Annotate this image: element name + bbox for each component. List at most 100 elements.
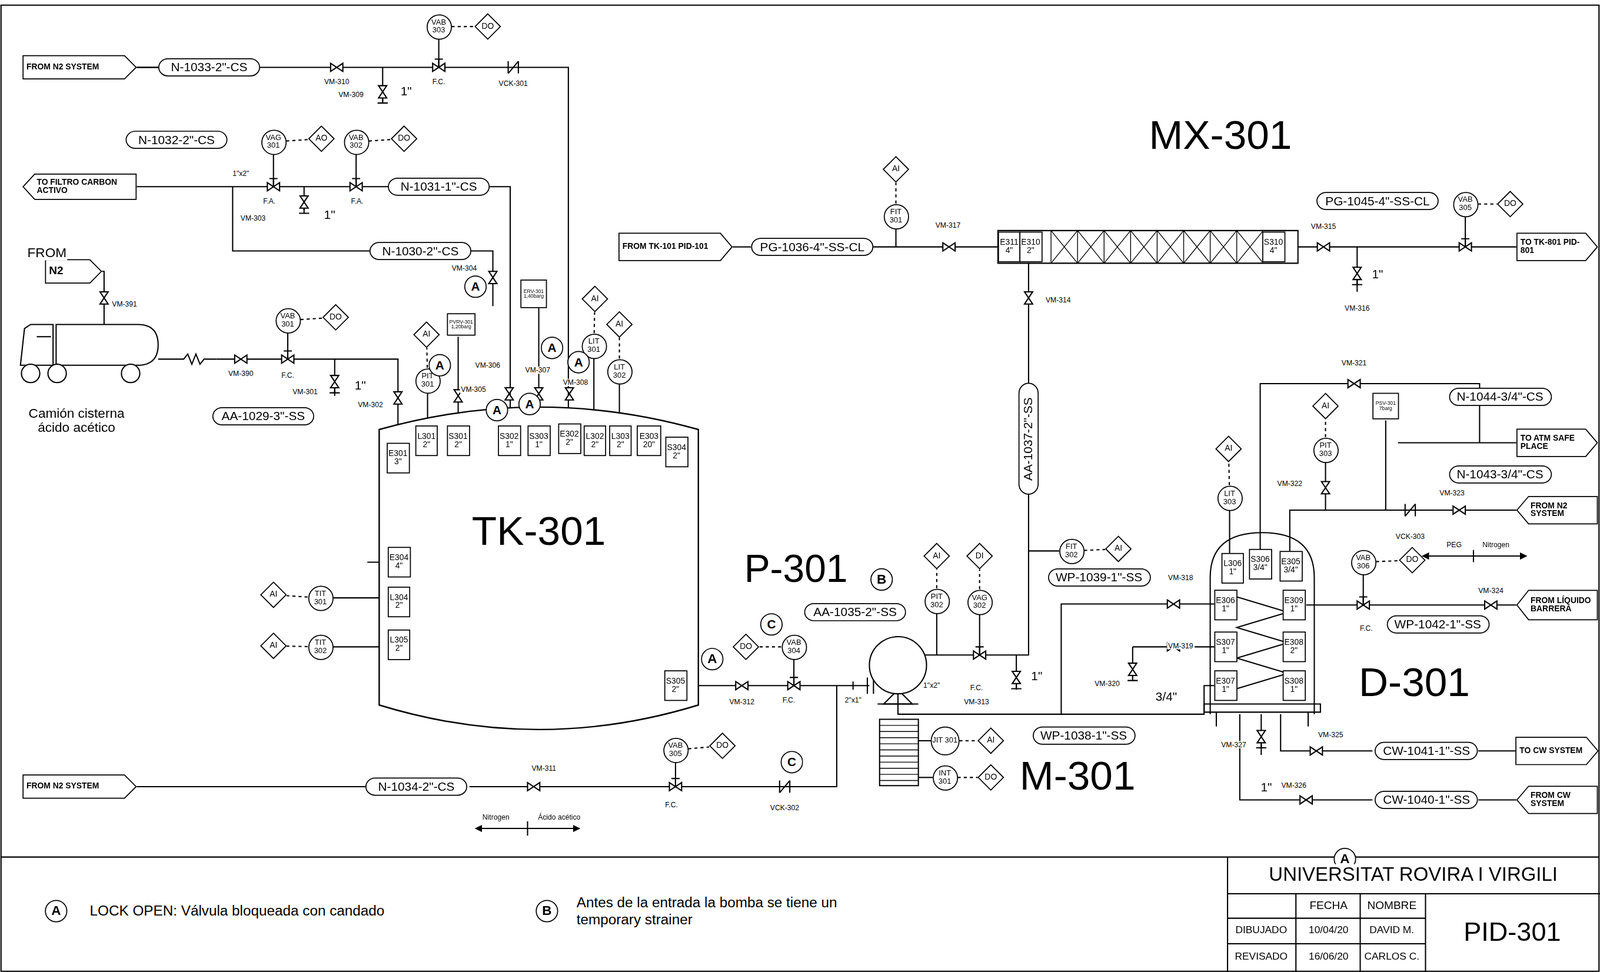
line-number-tag-shape	[158, 58, 260, 76]
tag-label: VM-314	[1044, 295, 1072, 304]
tag-label: F.C.	[280, 371, 295, 380]
pipe-line	[1227, 943, 1426, 945]
line-number-tag: N-1043-3/4"-CS	[1448, 465, 1552, 484]
legend-text: LOCK OPEN: Válvula bloqueada con candado	[90, 902, 385, 920]
node-text: AI	[269, 640, 278, 651]
node-text: S310 4"	[1263, 237, 1283, 255]
signal-line	[300, 318, 323, 320]
tag-label: F.C.	[1358, 624, 1374, 633]
nozzle-box-shape	[388, 587, 410, 617]
tag-label: VM-308	[561, 378, 590, 387]
instrument-bubble-shape	[883, 204, 908, 229]
pipe-line	[918, 776, 933, 778]
node-text: INT 301	[938, 768, 952, 786]
signal-diamond-shape	[1215, 436, 1242, 462]
node-text: AI	[615, 318, 624, 329]
line-number-tag-shape	[804, 603, 906, 621]
nozzle-box: S303 1"	[527, 425, 551, 457]
valve-actuator	[351, 178, 361, 187]
relief-device-tag-shape	[520, 280, 547, 308]
signal-line	[1375, 560, 1399, 562]
line-number-tag-shape	[213, 407, 314, 425]
nozzle-box: L305 2"	[387, 629, 411, 661]
title-block-cell: PID-301	[1462, 918, 1562, 947]
nozzle-box-shape	[609, 426, 631, 456]
signal-diamond-shape	[260, 581, 286, 608]
node-text: L301 2"	[417, 431, 436, 449]
manual-valve	[100, 291, 109, 305]
repeat-stroke	[879, 762, 919, 763]
repeat-stroke	[1183, 230, 1211, 264]
line-number-tag-shape	[1316, 192, 1439, 210]
node-text: AI	[892, 164, 900, 174]
line-number-tag: CW-1040-1"-SS	[1374, 790, 1479, 810]
node-text: FROM TK-101 PID-101	[622, 241, 709, 252]
signal-diamond: AI	[923, 543, 950, 570]
check-valve	[779, 780, 790, 794]
node-text: AI	[1321, 400, 1330, 411]
nozzle-box: S302 1"	[497, 425, 521, 457]
node-text: PSV-301 7barg	[1375, 399, 1396, 412]
node-text: VAG 301	[265, 132, 282, 151]
node-text: TIT 302	[314, 637, 328, 655]
tag-label: F.A.	[350, 197, 365, 205]
nozzle-box-shape	[497, 426, 521, 456]
service-divider	[1472, 550, 1475, 563]
tag-label: VM-321	[1340, 359, 1368, 368]
callout-letter: A	[700, 647, 724, 671]
service-divider	[526, 821, 528, 836]
node-text: TO TK-801 PID-801	[1520, 237, 1580, 255]
nozzle-box: E306 1"	[1213, 589, 1237, 621]
repeat-stroke	[879, 780, 919, 781]
nozzle-box-shape	[1282, 631, 1306, 662]
node-text: N-1031-1"-CS	[400, 179, 478, 194]
off-page-connector-shape	[22, 774, 136, 799]
tag-label: VM-323	[1438, 489, 1466, 497]
signal-diamond-shape	[923, 543, 950, 570]
line-number-tag-shape	[1449, 466, 1552, 484]
pipe-line	[1424, 893, 1426, 972]
off-page-connector: N2	[44, 258, 102, 284]
pipe-line	[1260, 383, 1480, 550]
repeat-stroke	[879, 724, 919, 726]
nozzle-box: S304 2"	[664, 436, 688, 468]
tag-label: F.C.	[663, 801, 679, 810]
node-text: FROM N2 SYSTEM	[26, 781, 99, 791]
pipe-line	[1236, 596, 1289, 689]
instrument-bubble-shape	[308, 634, 333, 660]
nozzle-box-shape	[665, 437, 688, 467]
off-page-connector-shape	[22, 174, 136, 200]
manual-valve	[1012, 671, 1021, 684]
node-text: AI	[1224, 443, 1233, 454]
signal-diamond-shape	[260, 633, 286, 659]
instrument-bubble-shape	[932, 765, 957, 790]
signal-diamond: DO	[1497, 190, 1524, 218]
node-text: ERV-301 1,40barg	[523, 287, 545, 300]
nozzle-box: L303 2"	[609, 425, 632, 457]
nozzle-box: E309 1"	[1282, 589, 1306, 621]
equipment-tag: M-301	[1018, 753, 1137, 797]
valve-actuator	[269, 178, 278, 187]
signal-diamond: AI	[260, 581, 287, 608]
tag-label: PEG	[1445, 541, 1463, 550]
tag-label: VM-324	[1477, 587, 1505, 595]
nozzle-box-shape	[1214, 590, 1237, 620]
node-text: VAB 306	[1355, 553, 1371, 571]
callout-letter: A	[567, 351, 590, 374]
valve-actuator	[671, 778, 680, 787]
node-text: WP-1042-1"-SS	[1394, 617, 1482, 632]
tag-label: Camión cisterna ácido acético	[18, 406, 135, 435]
tag-label: VM-303	[239, 214, 267, 223]
process-line	[136, 66, 158, 68]
tag-label: F.C.	[781, 696, 797, 704]
tag-label: 1"	[1371, 268, 1385, 282]
line-number-tag-shape	[1375, 791, 1478, 809]
pipe-line	[136, 67, 569, 425]
tag-label: VM-305	[460, 386, 488, 394]
line-number-tag-shape	[1386, 616, 1489, 634]
callout-letter: A	[464, 275, 487, 298]
line-number-tag: AA-1035-2"-SS	[803, 603, 906, 622]
node-text: L304 2"	[390, 592, 409, 611]
nozzle-box-shape	[637, 426, 661, 456]
